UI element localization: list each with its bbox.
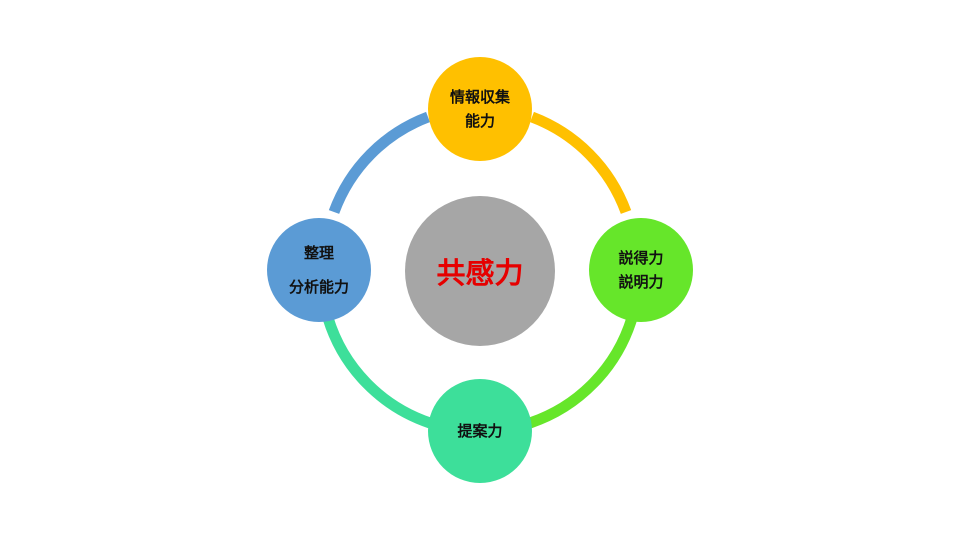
ring-arc-top-right	[530, 111, 632, 214]
node-right-line2: 説明力	[618, 273, 664, 291]
center-label: 共感力	[436, 256, 524, 290]
node-bottom-line1: 提案力	[457, 422, 503, 440]
node-persuasion: 説得力 説明力	[589, 218, 693, 322]
node-top-line1: 情報収集	[449, 88, 510, 106]
ring-arc-bottom-left	[322, 316, 432, 429]
node-proposal: 提案力	[428, 379, 532, 483]
center-circle: 共感力	[405, 196, 555, 346]
node-right-line1: 説得力	[618, 249, 664, 267]
ring-arc-right-bottom	[528, 316, 638, 429]
ring-arc-left-top	[328, 111, 430, 214]
node-left-line1: 整理	[303, 244, 334, 262]
node-information-gathering: 情報収集 能力	[428, 57, 532, 161]
node-organization-analysis: 整理 分析能力	[267, 218, 371, 322]
node-left-line2: 分析能力	[288, 278, 349, 296]
node-top-line2: 能力	[464, 112, 495, 130]
